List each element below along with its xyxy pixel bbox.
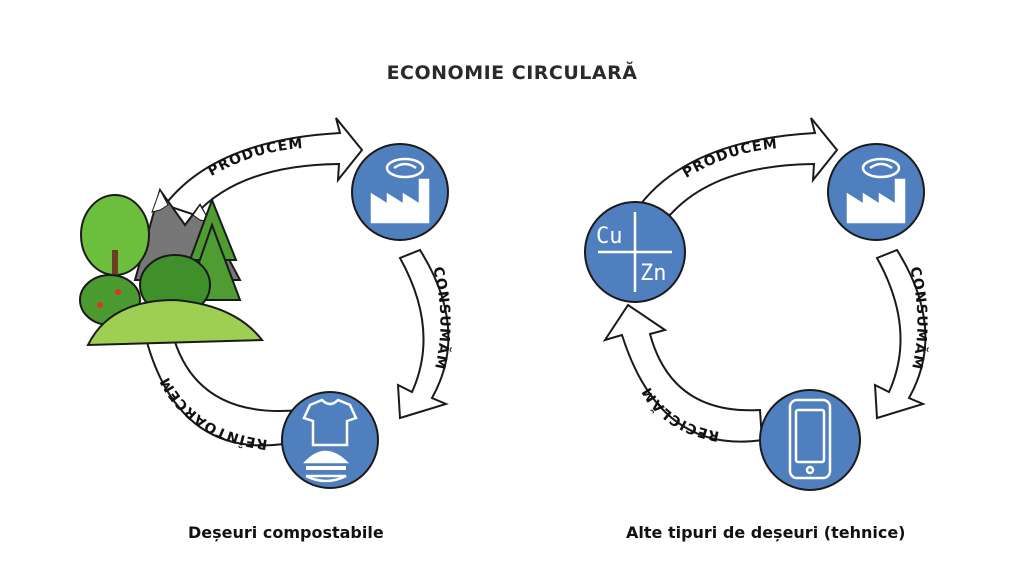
forest-icon — [79, 187, 264, 347]
caption-technical: Alte tipuri de deșeuri (tehnice) — [626, 523, 906, 542]
smartphone-icon — [788, 398, 832, 480]
arrow-producem-right — [638, 117, 839, 217]
factory-node-right — [827, 143, 925, 241]
phone-node — [759, 389, 861, 491]
diagram-title: ECONOMIE CIRCULARĂ — [386, 62, 638, 84]
factory-icon — [370, 157, 430, 224]
right-cycle: PRODUCEM CONSUMĂM RECICLĂM Cu Zn — [584, 117, 929, 491]
arrow-producem-left — [163, 117, 364, 217]
caption-compostable: Deșeuri compostabile — [188, 523, 384, 542]
arrow-consumam-right — [873, 248, 927, 420]
factory-icon — [846, 157, 906, 224]
element-cu: Cu — [596, 224, 623, 249]
elements-node: Cu Zn — [584, 201, 686, 303]
left-cycle: PRODUCEM CONSUMĂM REÎNTOARCEM — [79, 117, 452, 489]
consumer-node — [281, 391, 379, 489]
arrow-consumam-left — [396, 248, 450, 420]
elements-icon: Cu Zn — [596, 212, 672, 292]
element-zn: Zn — [640, 261, 667, 286]
factory-node-left — [351, 143, 449, 241]
arrow-reciclam — [602, 303, 764, 443]
tshirt-burger-icon — [302, 398, 358, 483]
